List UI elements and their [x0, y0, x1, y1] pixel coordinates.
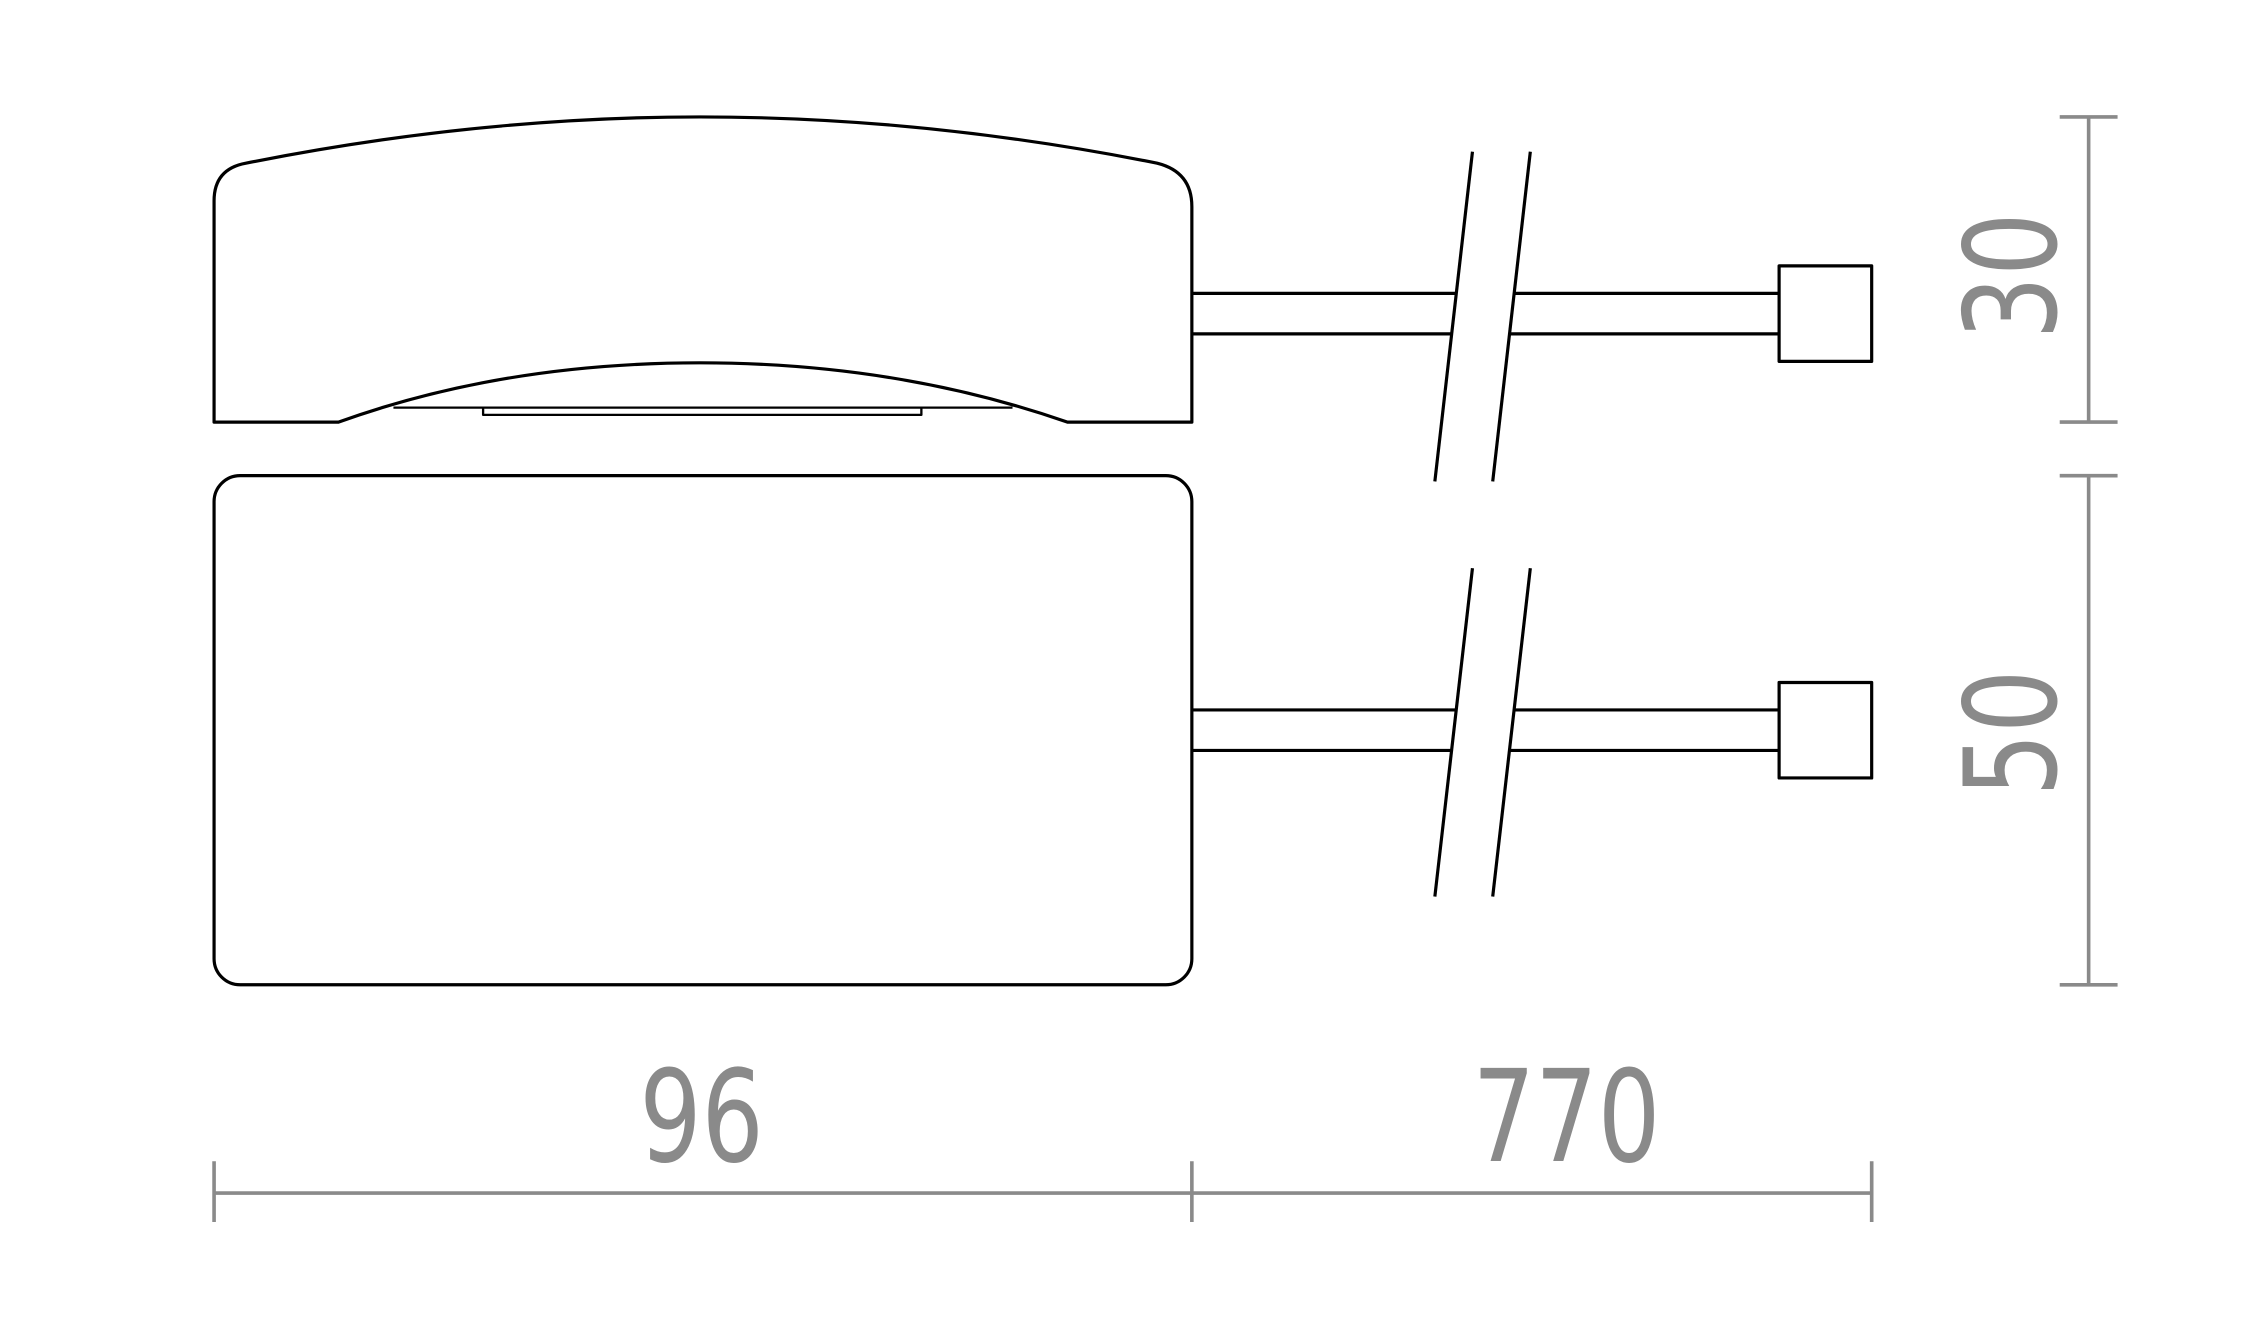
- front-cable: [1191, 568, 1874, 897]
- dimension-label-front-height: 50: [1938, 669, 2086, 796]
- front-view-body: [212, 474, 1194, 987]
- side-view-lens-plate: [481, 407, 923, 417]
- side-cable: [1191, 151, 1874, 482]
- dimension-label-width: 96: [639, 1044, 763, 1192]
- side-connector: [1777, 264, 1874, 363]
- side-view-body: [212, 115, 1194, 424]
- dimension-label-side-height: 30: [1938, 212, 2086, 339]
- width-dimension: [212, 1161, 1874, 1222]
- height-dimension-30: [2059, 115, 2118, 424]
- dimension-label-cable-length: 770: [1472, 1044, 1660, 1192]
- front-connector: [1777, 680, 1874, 780]
- height-dimension-50: [2059, 473, 2118, 987]
